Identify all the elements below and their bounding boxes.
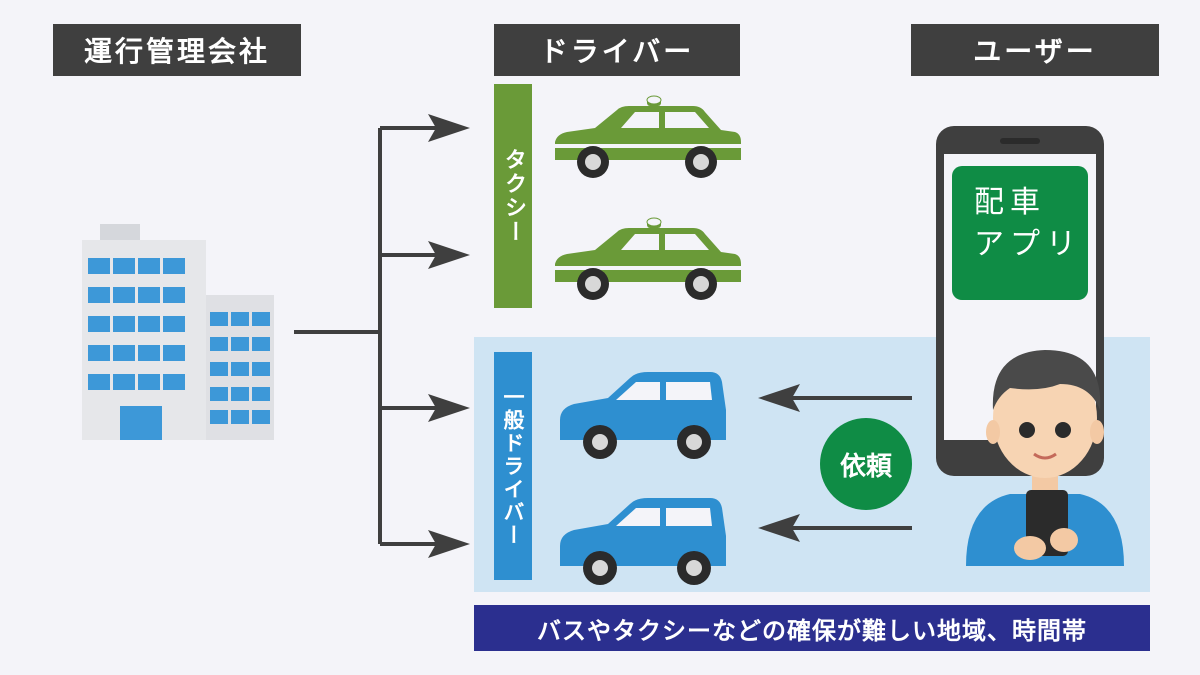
arrow-head [428,114,470,142]
taxi-car-icon [554,95,742,179]
header-driver: ドライバー [494,24,740,76]
office-building-icon [82,224,274,440]
footer-banner: バスやタクシーなどの確保が難しい地域、時間帯 [474,605,1150,651]
request-arrow-head [758,384,800,412]
branch-arrows [294,126,440,546]
user-person-icon [966,350,1124,566]
request-arrow-head [758,514,800,542]
dispatch-app-box: 配車 アプリ [952,166,1088,300]
arrow-head [428,530,470,558]
request-badge: 依頼 [820,418,912,510]
header-company: 運行管理会社 [53,24,301,76]
taxi-car-icon [554,217,742,301]
label-taxi: タクシー [494,84,532,308]
arrow-head [428,394,470,422]
blue-car-icon [560,372,726,459]
label-general-driver: 一般ドライバー [494,352,532,580]
arrow-head [428,241,470,269]
app-label: 配車 アプリ [974,185,1082,262]
blue-car-icon [560,498,726,585]
header-user: ユーザー [911,24,1159,76]
